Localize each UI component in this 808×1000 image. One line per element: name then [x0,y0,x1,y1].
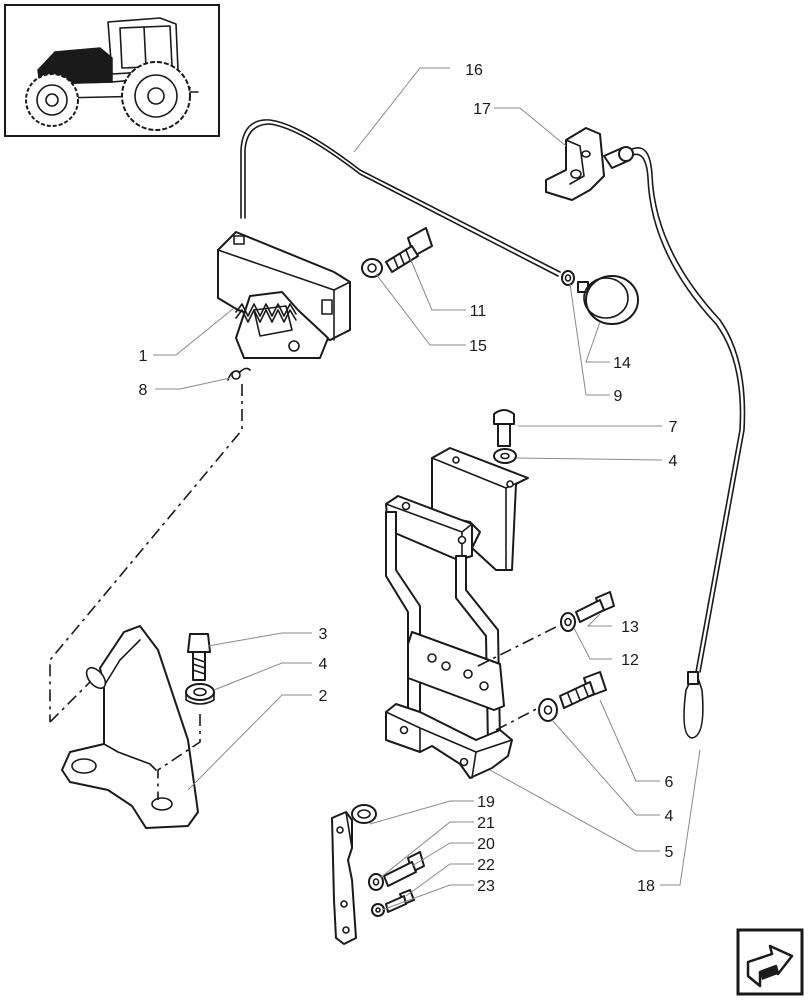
washer-4a [185,683,215,705]
bolt-3 [187,633,211,681]
label-14: 14 [613,355,631,372]
label-15: 15 [469,338,487,355]
hinge-strip-19 [331,804,377,945]
label-19: 19 [477,794,495,811]
washer-23 [371,903,385,917]
next-page-button[interactable] [736,928,804,996]
bolt-6 [559,671,607,709]
leader-lines [153,67,701,911]
washer-4b [493,448,517,464]
washer-4c [538,698,558,722]
label-8: 8 [139,382,148,399]
bolt-20 [383,851,425,887]
label-3: 3 [319,626,328,643]
washer-12 [560,612,576,632]
knob-14 [577,275,639,325]
label-9: 9 [614,388,623,405]
washer-21 [368,873,384,891]
tractor-icon [25,17,199,131]
label-12: 12 [621,652,639,669]
next-page-arrow-icon [746,944,794,988]
bracket-17 [545,127,634,201]
label-4-right: 4 [665,808,674,825]
label-2: 2 [319,688,328,705]
bolt-22 [385,889,415,913]
label-16: 16 [465,62,483,79]
main-frame [385,447,529,779]
label-18: 18 [637,878,655,895]
bolt-7 [493,409,515,447]
label-22: 22 [477,857,495,874]
tractor-thumbnail [4,4,220,137]
part-labels: 16 17 1 8 11 15 14 9 7 4 3 4 2 13 12 6 4… [139,62,678,895]
label-20: 20 [477,836,495,853]
label-6: 6 [665,774,674,791]
label-7: 7 [669,419,678,436]
latch-assembly [217,231,351,359]
label-1: 1 [139,348,148,365]
label-11: 11 [470,303,487,320]
label-4-top: 4 [669,453,678,470]
mount-bracket [61,625,201,829]
label-4-left: 4 [319,656,328,673]
ring-9 [561,270,575,286]
label-21: 21 [477,815,495,832]
label-23: 23 [477,878,495,895]
bolt-13 [575,591,615,623]
label-5: 5 [665,844,674,861]
label-13: 13 [621,619,639,636]
label-17: 17 [473,101,491,118]
washer-15 [361,258,383,278]
bolt-11 [385,227,433,273]
clip-pin [227,367,251,381]
